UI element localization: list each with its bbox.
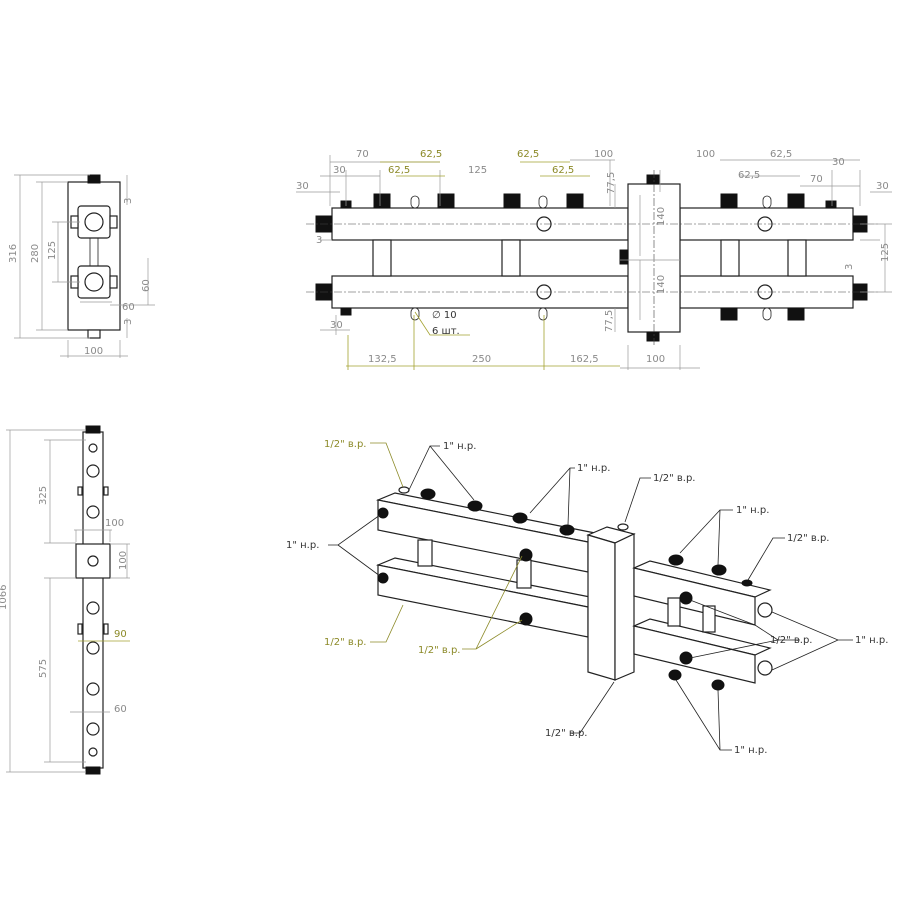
callout-1-inch-male-left-ends: 1" н.р. <box>286 540 319 551</box>
side-view: 316 280 125 3 60 60 3 100 <box>8 174 155 358</box>
top-dim-30-bottom: 30 <box>330 320 343 331</box>
front-dim-100-horizontal: 100 <box>105 518 124 529</box>
callout-half-inch-female-right-top: 1/2" в.р. <box>787 533 829 544</box>
callout-half-inch-female-right-side: 1/2" в.р. <box>770 635 812 646</box>
side-body <box>67 181 121 331</box>
top-dim-250: 250 <box>472 354 491 365</box>
top-dim-30-a: 30 <box>832 157 845 168</box>
front-bar <box>82 431 104 769</box>
side-dim-280: 280 <box>30 244 41 263</box>
iso-fittings <box>377 486 773 691</box>
callout-1-inch-male-top-b: 1" н.р. <box>577 463 610 474</box>
callout-half-inch-female-separator-top: 1/2" в.р. <box>653 473 695 484</box>
front-ports <box>86 443 100 757</box>
top-dim-77-5-top: 77,5 <box>606 172 617 194</box>
iso-view: 1/2" в.р. 1" н.р. 1" н.р. 1/2" в.р. 1" н… <box>286 439 888 756</box>
callout-half-inch-female-left-side: 1/2" в.р. <box>418 645 460 656</box>
side-bottom-nipple <box>87 329 101 339</box>
front-dim-325: 325 <box>38 486 49 505</box>
top-dim-62-5-e: 62,5 <box>552 165 574 176</box>
top-dim-62-5-f: 62,5 <box>738 170 760 181</box>
top-dim-62-5-c: 62,5 <box>770 149 792 160</box>
callout-1-inch-male-top-a: 1" н.р. <box>443 441 476 452</box>
side-dim-3-bottom: 3 <box>123 319 134 325</box>
top-dim-125-top: 125 <box>468 165 487 176</box>
top-dim-100-a: 100 <box>594 149 613 160</box>
top-dim-62-5-d: 62,5 <box>388 165 410 176</box>
hole-count-label: 6 шт. <box>432 326 460 337</box>
top-dim-77-5-bottom: 77,5 <box>604 310 615 332</box>
callout-half-inch-female-bottom-left: 1/2" в.р. <box>324 637 366 648</box>
side-dim-125: 125 <box>47 241 58 260</box>
hole-diameter-label: ∅ 10 <box>432 310 457 321</box>
front-view: 1066 325 100 100 575 90 60 <box>0 425 130 775</box>
side-dim-316: 316 <box>8 244 19 263</box>
top-dim-100-bottom: 100 <box>646 354 665 365</box>
side-dim-60-vertical: 60 <box>141 279 152 292</box>
top-view: 70 62,5 62,5 100 100 62,5 30 30 62,5 125… <box>296 149 892 370</box>
top-dim-30-c: 30 <box>296 181 309 192</box>
top-dim-140-top: 140 <box>656 207 667 226</box>
top-dim-100-b: 100 <box>696 149 715 160</box>
callout-half-inch-female-separator-bottom: 1/2" в.р. <box>545 728 587 739</box>
callout-1-inch-male-right-ends: 1" н.р. <box>855 635 888 646</box>
top-dim-162-5: 162,5 <box>570 354 599 365</box>
top-dim-125-right: 125 <box>880 243 891 262</box>
top-dim-62-5-a: 62,5 <box>420 149 442 160</box>
top-dim-70-right: 70 <box>810 174 823 185</box>
front-dim-1066: 1066 <box>0 585 9 610</box>
front-dim-90: 90 <box>114 629 127 640</box>
side-top-nipple <box>87 174 101 184</box>
top-dim-3-right: 3 <box>844 264 855 270</box>
top-dim-70-left: 70 <box>356 149 369 160</box>
side-upper-port <box>84 212 104 232</box>
front-dim-575: 575 <box>38 659 49 678</box>
callout-1-inch-male-right-bottom: 1" н.р. <box>734 745 767 756</box>
front-dim-100-vertical: 100 <box>118 551 129 570</box>
side-dim-60-horizontal: 60 <box>122 302 135 313</box>
top-dim-140-bottom: 140 <box>656 275 667 294</box>
top-dim-30-d: 30 <box>876 181 889 192</box>
top-dim-62-5-b: 62,5 <box>517 149 539 160</box>
top-dim-30-b: 30 <box>333 165 346 176</box>
side-dim-3-top: 3 <box>123 198 134 204</box>
top-dim-3-left: 3 <box>316 235 322 246</box>
callout-1-inch-male-right-top: 1" н.р. <box>736 505 769 516</box>
front-dim-60: 60 <box>114 704 127 715</box>
side-lower-port <box>84 272 104 292</box>
top-dim-132-5: 132,5 <box>368 354 397 365</box>
side-dim-100: 100 <box>84 346 103 357</box>
callout-half-inch-female-top-left: 1/2" в.р. <box>324 439 366 450</box>
